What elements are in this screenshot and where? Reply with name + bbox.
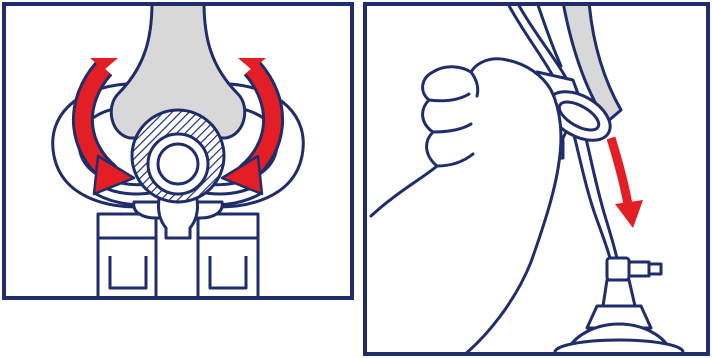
bracket-illustration — [6, 6, 350, 296]
release-illustration — [367, 6, 706, 352]
suction-cup-icon — [555, 258, 683, 352]
down-arrow-icon — [611, 138, 643, 228]
hand-icon — [371, 59, 561, 352]
illustration-panel-release — [363, 2, 710, 356]
illustration-panel-clip — [2, 2, 354, 300]
tube-cross-section — [132, 110, 224, 202]
